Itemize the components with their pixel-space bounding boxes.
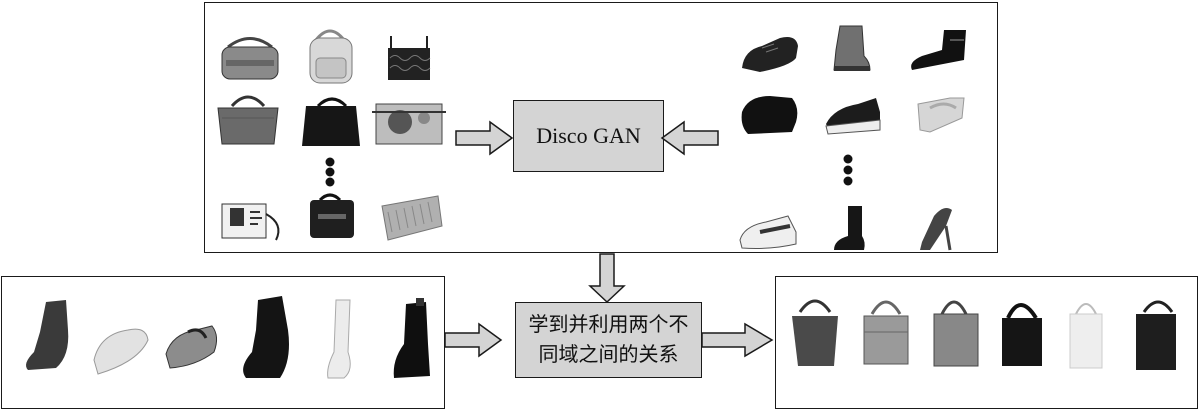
cowboy-boot-icon: [834, 206, 865, 250]
backpack-icon: [309, 29, 353, 84]
black-bootie-icon: [243, 296, 289, 378]
sneaker-icon: [825, 98, 881, 135]
clutch-icon: [381, 195, 443, 241]
wedge-sandal-icon: [917, 97, 965, 133]
input-shoes-frame: [1, 276, 445, 409]
arrow-bags-to-gan: [455, 121, 513, 155]
platform-boot-icon: [393, 298, 430, 378]
generated-bag-2-icon: [863, 300, 909, 365]
disco-gan-label: Disco GAN: [536, 123, 641, 148]
dark-handbag-icon: [302, 97, 360, 146]
tote-bag-icon: [217, 95, 279, 145]
ankle-boot-icon: [833, 25, 871, 71]
platform-shoe-icon: [741, 96, 798, 134]
arrow-shoes-to-gan: [661, 121, 719, 155]
arrow-relation-to-output: [701, 322, 774, 358]
ankle-boot-input-icon: [26, 300, 69, 370]
relation-learning-box: 学到并利用两个不 同域之间的关系: [515, 302, 702, 378]
stiletto-heel-icon: [920, 208, 952, 251]
relation-label-line-2: 同域之间的关系: [538, 344, 679, 366]
shoes-ellipsis-dots: [843, 154, 853, 186]
generated-bag-6-icon: [1136, 300, 1176, 370]
duffel-bag-icon: [221, 37, 279, 80]
mary-jane-shoe-icon: [165, 325, 218, 369]
satchel-icon: [310, 193, 354, 238]
generated-bag-4-icon: [1002, 303, 1042, 366]
photo-messenger-bag-icon: [221, 203, 280, 241]
moto-bootie-icon: [911, 30, 966, 70]
bags-ellipsis-dots: [325, 157, 335, 187]
white-sneaker-icon: [739, 215, 797, 249]
white-tall-boot-icon: [327, 299, 351, 379]
printed-bag-icon: [372, 103, 446, 145]
generated-bag-3-icon: [933, 300, 979, 367]
generated-bag-5-icon: [1069, 303, 1103, 369]
white-flat-icon: [93, 328, 149, 375]
crossbody-bag-icon: [388, 36, 431, 80]
oxford-shoe-icon: [742, 37, 798, 72]
output-bags-frame: [775, 276, 1198, 409]
arrow-input-to-relation: [444, 323, 502, 357]
arrow-down-to-relation: [588, 253, 626, 304]
relation-label-line-1: 学到并利用两个不: [528, 314, 689, 336]
generated-bag-1-icon: [792, 299, 838, 366]
disco-gan-box: Disco GAN: [513, 100, 664, 172]
